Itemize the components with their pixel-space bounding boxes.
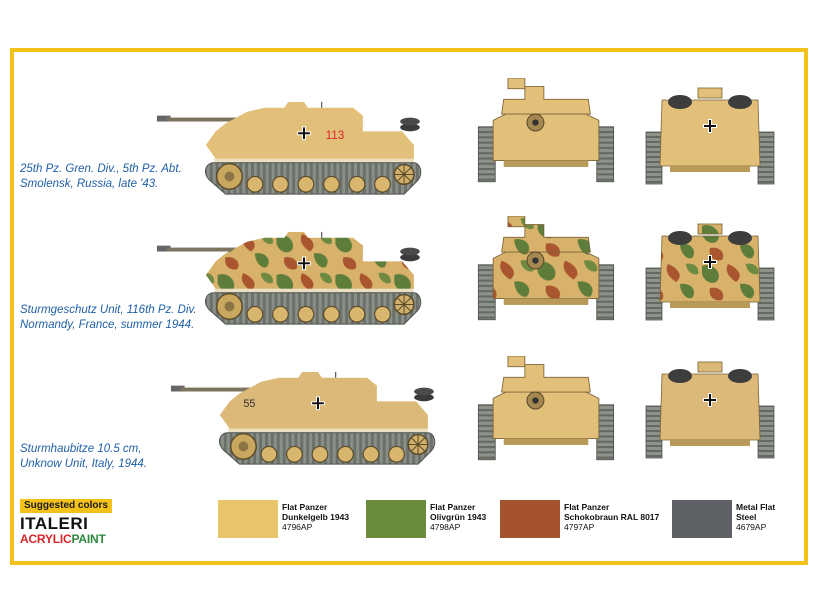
vehicle-3-caption-line1: Sturmhaubitze 10.5 cm, [20, 443, 142, 455]
swatch-name-line1: Flat Panzer [430, 502, 476, 512]
swatch-chip [672, 500, 732, 538]
vehicle-3-marking: 55 [243, 398, 255, 410]
vehicle-3-caption-line2: Unknow Unit, Italy, 1944. [20, 458, 147, 470]
vehicle-2-rear-view [636, 222, 784, 322]
vehicle-3-side-view: 55 [170, 371, 436, 465]
swatch-label: Metal Flat Steel 4679AP [736, 502, 775, 532]
swatch-code: 4679AP [736, 522, 767, 532]
swatch-code: 4797AP [564, 522, 595, 532]
swatch-name-line1: Flat Panzer [282, 502, 328, 512]
vehicle-1-marking: 113 [326, 129, 345, 142]
swatch-code: 4796AP [282, 522, 313, 532]
swatch-name-line2: Schokobraun RAL 8017 [564, 512, 660, 522]
swatch-name-line2: Dunkelgelb 1943 [282, 512, 350, 522]
vehicle-1-rear-view [636, 86, 784, 186]
vehicle-3-front-view [472, 356, 620, 462]
suggested-colors-tag: Suggested colors [20, 499, 112, 513]
acrylic-paint-wordmark: ACRYLICPAINT [20, 533, 125, 546]
swatch-name-line2: Olivgrün 1943 [430, 512, 487, 522]
vehicle-2-caption: Sturmgeschutz Unit, 116th Pz. Div. Norma… [20, 303, 230, 333]
swatch-label: Flat Panzer Schokobraun RAL 8017 4797AP [564, 502, 659, 532]
swatch-label: Flat Panzer Dunkelgelb 1943 4796AP [282, 502, 349, 532]
vehicle-3-rear-view [636, 360, 784, 460]
italeri-acrylic-paint-logo: Suggested colors ITALERI ACRYLICPAINT [20, 495, 125, 546]
vehicle-2-caption-line2: Normandy, France, summer 1944. [20, 319, 195, 331]
vehicle-1-caption: 25th Pz. Gren. Div., 5th Pz. Abt. Smolen… [20, 162, 230, 192]
vehicle-1-caption-line2: Smolensk, Russia, late '43. [20, 178, 159, 190]
swatch-chip [366, 500, 426, 538]
swatch-name-line1: Metal Flat [736, 502, 776, 512]
swatch-name-line1: Flat Panzer [564, 502, 610, 512]
swatch-name-line2: Steel [736, 512, 757, 522]
italeri-wordmark: ITALERI [20, 514, 89, 533]
swatch-label: Flat Panzer Olivgrün 1943 4798AP [430, 502, 486, 532]
swatch-chip [218, 500, 278, 538]
vehicle-3-caption: Sturmhaubitze 10.5 cm, Unknow Unit, Ital… [20, 442, 230, 472]
swatch-code: 4798AP [430, 522, 461, 532]
swatch-chip [500, 500, 560, 538]
vehicle-2-front-view [472, 216, 620, 322]
vehicle-1-caption-line1: 25th Pz. Gren. Div., 5th Pz. Abt. [20, 163, 182, 175]
acrylic-word: ACRYLIC [20, 532, 72, 546]
vehicle-1-front-view [472, 78, 620, 184]
vehicle-1-side-view: 113 [156, 101, 422, 195]
vehicle-2-caption-line1: Sturmgeschutz Unit, 116th Pz. Div. [20, 304, 197, 316]
paint-word: PAINT [71, 532, 106, 546]
